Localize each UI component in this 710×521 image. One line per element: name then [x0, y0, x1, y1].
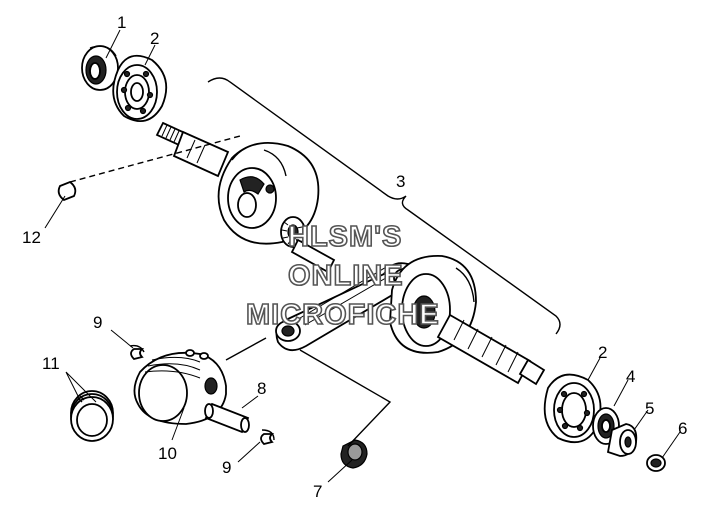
callout-8: 8	[257, 379, 266, 398]
washer	[646, 454, 666, 472]
callout-9-top: 9	[93, 313, 102, 332]
small-end-bearing	[299, 349, 392, 469]
circlip-top	[129, 344, 145, 360]
bearing-right	[543, 373, 602, 444]
callout-10: 10	[158, 444, 177, 463]
piston-rings	[70, 390, 114, 442]
piston-pin	[204, 402, 250, 434]
woodruff-key	[57, 135, 241, 202]
crankshaft-right-half	[389, 255, 546, 386]
piston	[133, 337, 267, 425]
callout-3: 3	[396, 172, 405, 191]
callout-2-top: 2	[150, 29, 159, 48]
watermark-line-1: HLSM'S	[288, 221, 402, 253]
crankshaft-left-half	[155, 121, 320, 245]
crankshaft-group-bracket	[207, 77, 561, 335]
bearing-top	[112, 54, 168, 123]
collar	[606, 423, 638, 457]
leader-lines	[44, 29, 681, 483]
callout-11: 11	[42, 354, 60, 373]
callout-9-bottom: 9	[222, 458, 231, 477]
callout-7: 7	[313, 482, 322, 501]
watermark: HLSM'S ONLINE MICROFICHE	[245, 220, 440, 332]
oil-seal-top	[81, 45, 119, 91]
watermark-line-3: MICROFICHE	[246, 299, 440, 331]
callout-6: 6	[678, 419, 687, 438]
callout-12: 12	[22, 228, 41, 247]
callout-4: 4	[626, 367, 635, 386]
circlip-bottom	[260, 429, 275, 445]
callout-labels: 1 2 3 12 9 11 8 10 9 7 2 4 5 6	[22, 13, 687, 501]
watermark-line-2: ONLINE	[288, 260, 404, 292]
callout-2-right: 2	[598, 343, 607, 362]
callout-5: 5	[645, 399, 654, 418]
crank-pin-bearing	[280, 216, 336, 274]
callout-1: 1	[117, 13, 126, 32]
